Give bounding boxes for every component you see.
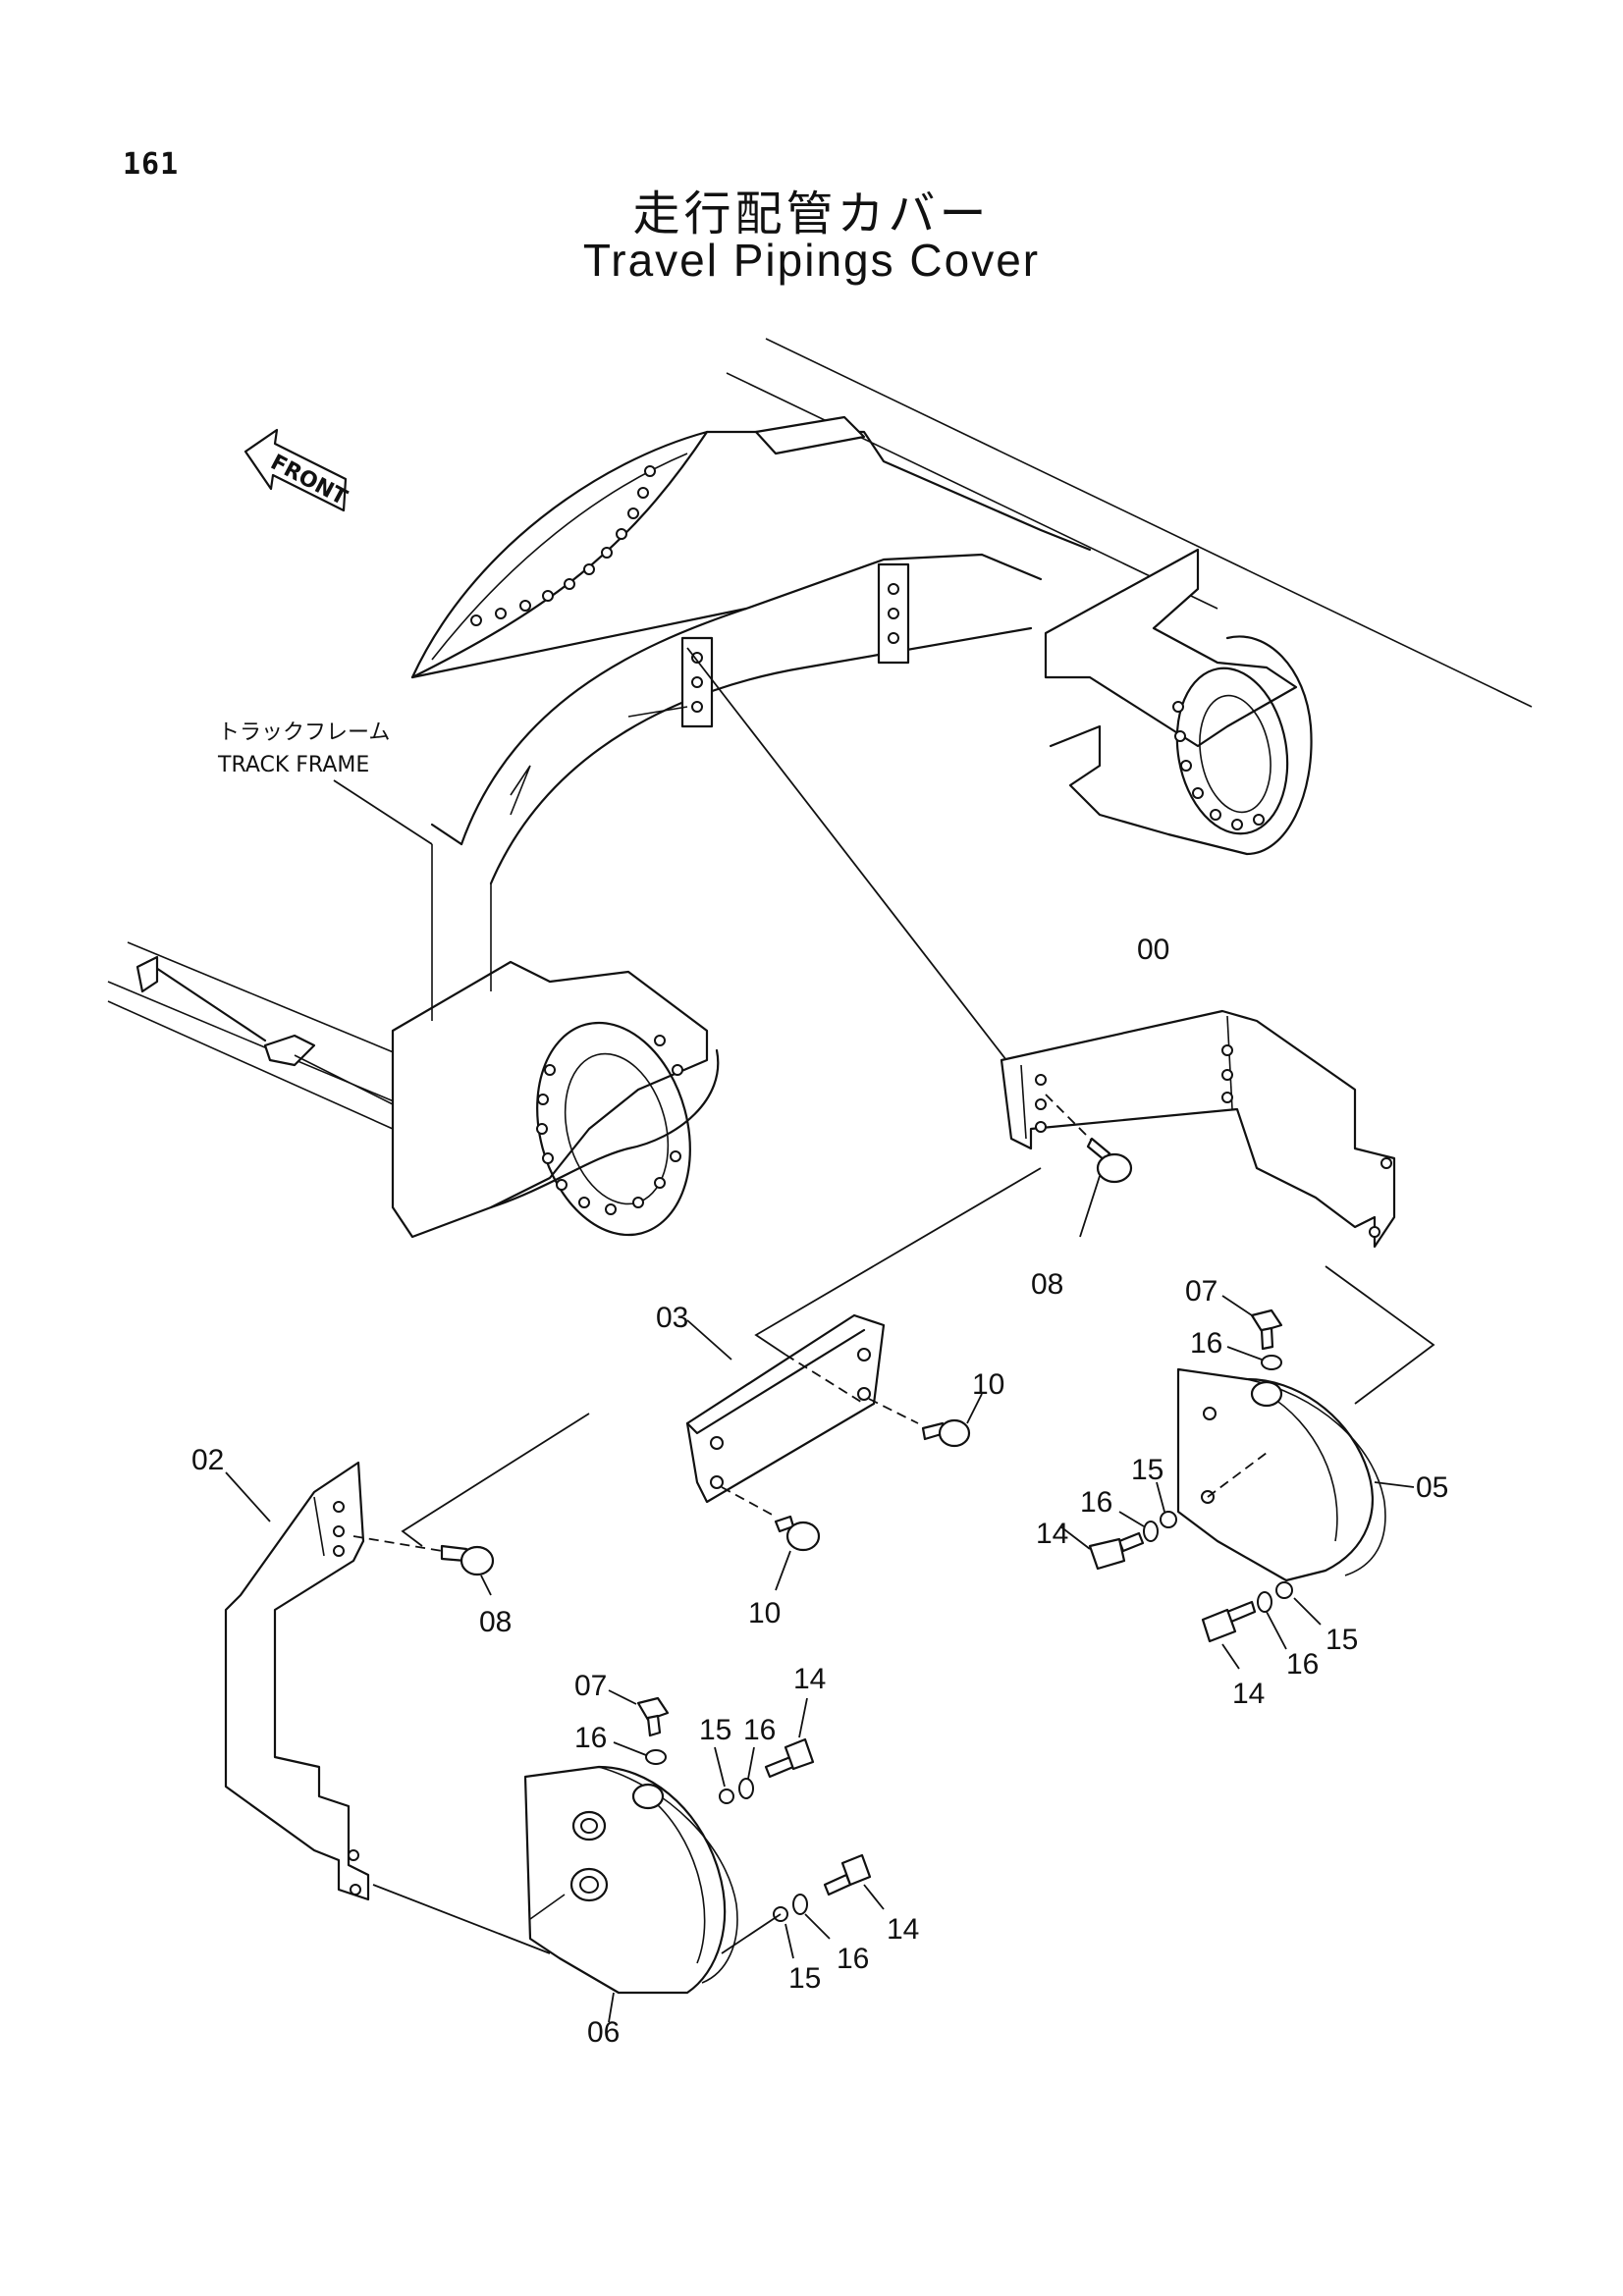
label-00: 00 xyxy=(1137,934,1169,966)
bolt-10-lower xyxy=(721,1486,821,1591)
washer-16-left-top xyxy=(613,1741,667,1765)
label-14-left-low: 14 xyxy=(887,1913,919,1946)
washer-15-left-top xyxy=(714,1746,734,1804)
label-16-right-mid: 16 xyxy=(1080,1486,1112,1519)
label-07-right: 07 xyxy=(1185,1275,1217,1308)
washer-15-right-low xyxy=(1275,1581,1322,1626)
bolt-14-right-low xyxy=(1201,1600,1257,1670)
bolt-07-right xyxy=(1221,1295,1283,1351)
washer-16-left-top2 xyxy=(738,1746,755,1799)
bolt-08-upper xyxy=(1045,1094,1133,1238)
label-15-left-low: 15 xyxy=(788,1962,821,1995)
track-frame xyxy=(107,338,1533,1239)
left-mount-bolt-holes xyxy=(536,1035,683,1215)
page-number: 161 xyxy=(123,147,180,182)
label-03: 03 xyxy=(656,1302,688,1334)
label-14-right-mid: 14 xyxy=(1036,1518,1068,1550)
label-10-upper: 10 xyxy=(972,1368,1004,1401)
bolt-14-right-mid xyxy=(1059,1525,1145,1571)
washer-16-right-top xyxy=(1226,1346,1282,1370)
right-mount-bolt-holes xyxy=(1172,701,1265,830)
cover-part-05 xyxy=(1176,1367,1415,1582)
label-16-left-top: 16 xyxy=(574,1722,607,1754)
label-02: 02 xyxy=(191,1444,224,1476)
label-16-right-top: 16 xyxy=(1190,1327,1222,1360)
track-frame-label-jp: トラックフレーム xyxy=(218,721,390,745)
label-16-right-low: 16 xyxy=(1286,1648,1319,1681)
bolt-14-left-low xyxy=(823,1853,885,1910)
label-15-right: 15 xyxy=(1131,1454,1163,1486)
front-arrow-icon: FRONT xyxy=(243,428,351,512)
washer-15-left-low xyxy=(773,1906,794,1959)
label-05: 05 xyxy=(1416,1471,1448,1504)
label-07-left: 07 xyxy=(574,1670,607,1702)
label-08-upper: 08 xyxy=(1031,1268,1063,1301)
part-labels: 00 02 03 05 06 07 07 08 08 10 10 14 14 1… xyxy=(191,934,1448,2049)
label-14-right-low: 14 xyxy=(1232,1678,1265,1710)
bolt-08-lower xyxy=(352,1535,495,1596)
label-06: 06 xyxy=(587,2016,620,2049)
cover-part-02 xyxy=(224,1461,370,1901)
bolt-14-left-top xyxy=(764,1697,815,1779)
track-frame-label-en: TRACK FRAME xyxy=(217,753,369,777)
plate-part-03 xyxy=(685,1313,886,1504)
washer-16-left-low xyxy=(792,1894,831,1940)
ring-bolt-holes xyxy=(470,465,656,626)
label-15-right-low: 15 xyxy=(1325,1624,1358,1656)
bolt-10-upper xyxy=(868,1393,983,1448)
track-frame-label: トラックフレーム TRACK FRAME xyxy=(217,721,433,845)
bolt-07-left xyxy=(608,1689,670,1737)
cover-part-06 xyxy=(523,1765,738,2023)
cover-part-00 xyxy=(1000,1009,1396,1249)
washer-16-right-mid xyxy=(1118,1511,1159,1542)
label-14-left-top: 14 xyxy=(793,1663,826,1695)
label-16-left-low: 16 xyxy=(837,1943,869,1975)
title-japanese: 走行配管カバー xyxy=(632,187,991,241)
washer-15-right xyxy=(1156,1481,1177,1528)
label-08-lower: 08 xyxy=(479,1606,512,1638)
label-16-left-top2: 16 xyxy=(743,1714,776,1746)
title-english: Travel Pipings Cover xyxy=(582,235,1041,286)
label-10-lower: 10 xyxy=(748,1597,781,1629)
label-15-left-top: 15 xyxy=(699,1714,731,1746)
washer-16-right-low xyxy=(1257,1591,1287,1650)
